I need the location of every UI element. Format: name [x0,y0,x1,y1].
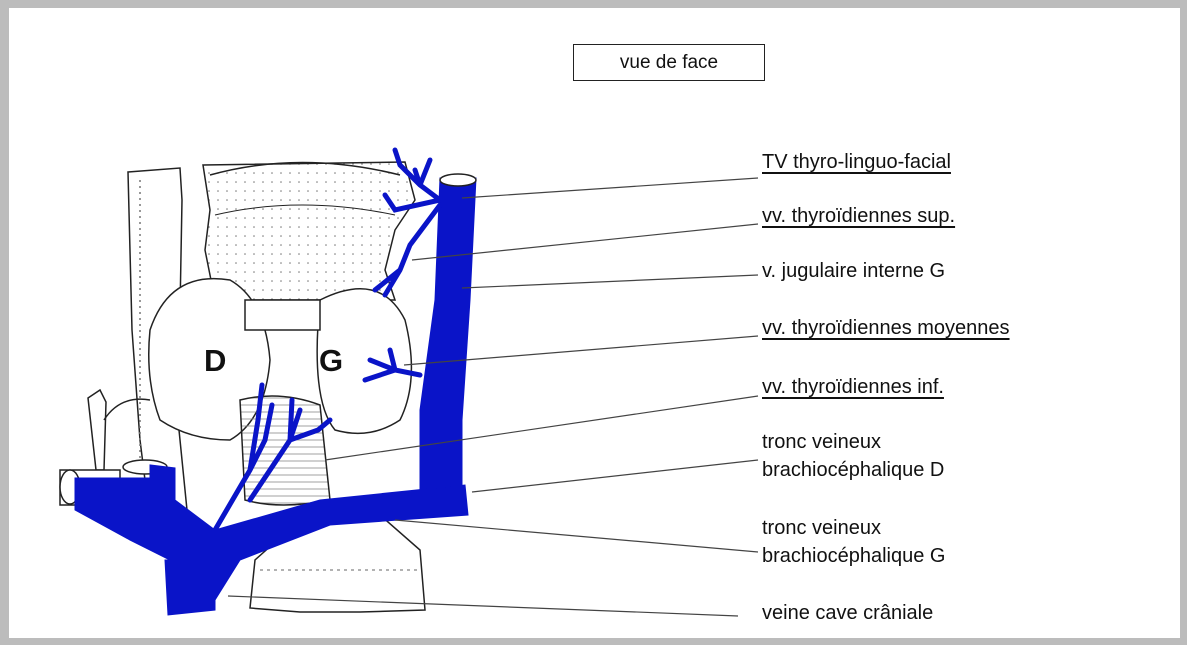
side-letter-right: D [204,343,226,379]
label-tronc-bc-d-line1: tronc veineux [762,430,881,455]
thyroid-cartilage [203,162,415,300]
label-tv-thyro-linguo-facial: TV thyro-linguo-facial [762,150,951,175]
left-internal-jugular-vein [420,178,476,495]
leader-v-jugulaire [462,275,758,288]
label-veine-cave-craniale: veine cave crâniale [762,601,933,626]
label-tronc-bc-g-line2: brachiocéphalique G [762,544,945,569]
label-vv-thyroidiennes-sup: vv. thyroïdiennes sup. [762,204,955,229]
label-tronc-bc-g-line1: tronc veineux [762,516,881,541]
leader-tronc-bc-g [395,520,758,552]
view-label-box: vue de face [573,44,765,81]
label-vv-thyroidiennes-inf: vv. thyroïdiennes inf. [762,375,944,400]
side-letter-left: G [319,343,343,379]
view-label: vue de face [620,52,718,74]
thyroid-gland [149,279,412,505]
left-jugular-opening [440,174,476,186]
label-v-jugulaire-interne-g: v. jugulaire interne G [762,259,945,284]
leader-tronc-bc-d [472,460,758,492]
superior-vena-cava [165,560,215,615]
label-vv-thyroidiennes-moyennes: vv. thyroïdiennes moyennes [762,316,1010,341]
label-tronc-bc-d-line2: brachiocéphalique D [762,458,944,483]
leader-tv-thyro-linguo-facial [462,178,758,198]
